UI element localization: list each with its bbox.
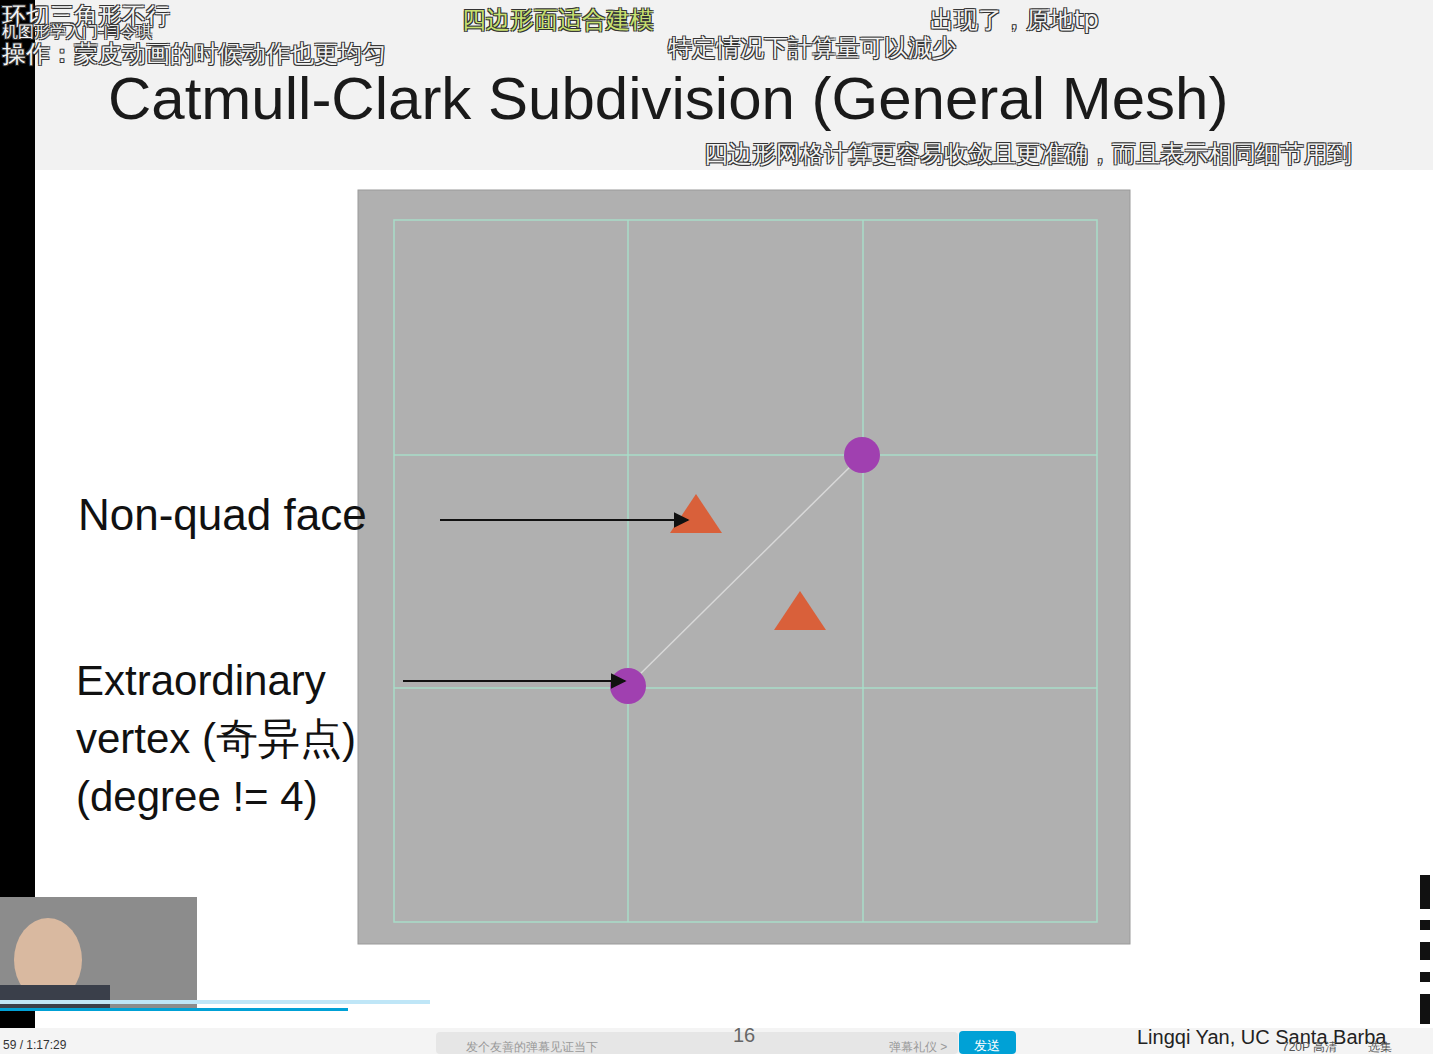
danmaku: 特定情况下計算量可以減少 <box>668 32 956 64</box>
left-black-bar <box>0 0 35 1054</box>
extraordinary-vertex <box>844 437 880 473</box>
face-marker <box>670 494 722 533</box>
mesh-grid <box>394 220 1097 922</box>
webcam-person <box>0 985 110 1010</box>
time-display: 59 / 1:17:29 <box>3 1038 66 1052</box>
danmaku: 四边形面适合建模 <box>462 4 654 36</box>
page-number: 16 <box>733 1024 755 1047</box>
video-title: 机图形学入门-闫令琪 <box>2 22 152 43</box>
slide-title: Catmull-Clark Subdivision (General Mesh) <box>108 64 1228 133</box>
qr-code <box>1420 875 1430 1024</box>
danmaku: 操作：蒙皮动画的时候动作也更均匀 <box>2 38 386 70</box>
danmaku: 出现了，原地tp <box>930 4 1099 36</box>
leader-arrow <box>440 519 688 521</box>
etiquette-link: 弹幕礼仪 > <box>889 1039 947 1054</box>
leader-arrow <box>403 680 625 682</box>
title-band <box>35 0 1433 170</box>
quality-label: 720P 高清 <box>1282 1039 1337 1054</box>
progress-bar <box>0 1008 348 1011</box>
send-label: 发送 <box>974 1037 1000 1054</box>
progress-buffer <box>0 1000 430 1004</box>
mesh-panel <box>358 190 1130 944</box>
callout-label: Extraordinary vertex (奇异点) (degree != 4) <box>76 652 366 826</box>
send-button <box>959 1031 1016 1054</box>
face-marker <box>774 591 826 630</box>
author-credit: Lingqi Yan, UC Santa Barba <box>1137 1026 1386 1049</box>
extraordinary-vertex <box>610 668 646 704</box>
webcam-frame <box>0 897 197 1010</box>
danmaku: 四边形网格计算更容易收敛且更准确，而且表示相同细节用到 <box>704 138 1352 170</box>
episode-label: 选集 <box>1368 1039 1392 1054</box>
callout-label: Non-quad face <box>78 490 367 540</box>
input-placeholder: 发个友善的弹幕见证当下 <box>466 1039 598 1054</box>
